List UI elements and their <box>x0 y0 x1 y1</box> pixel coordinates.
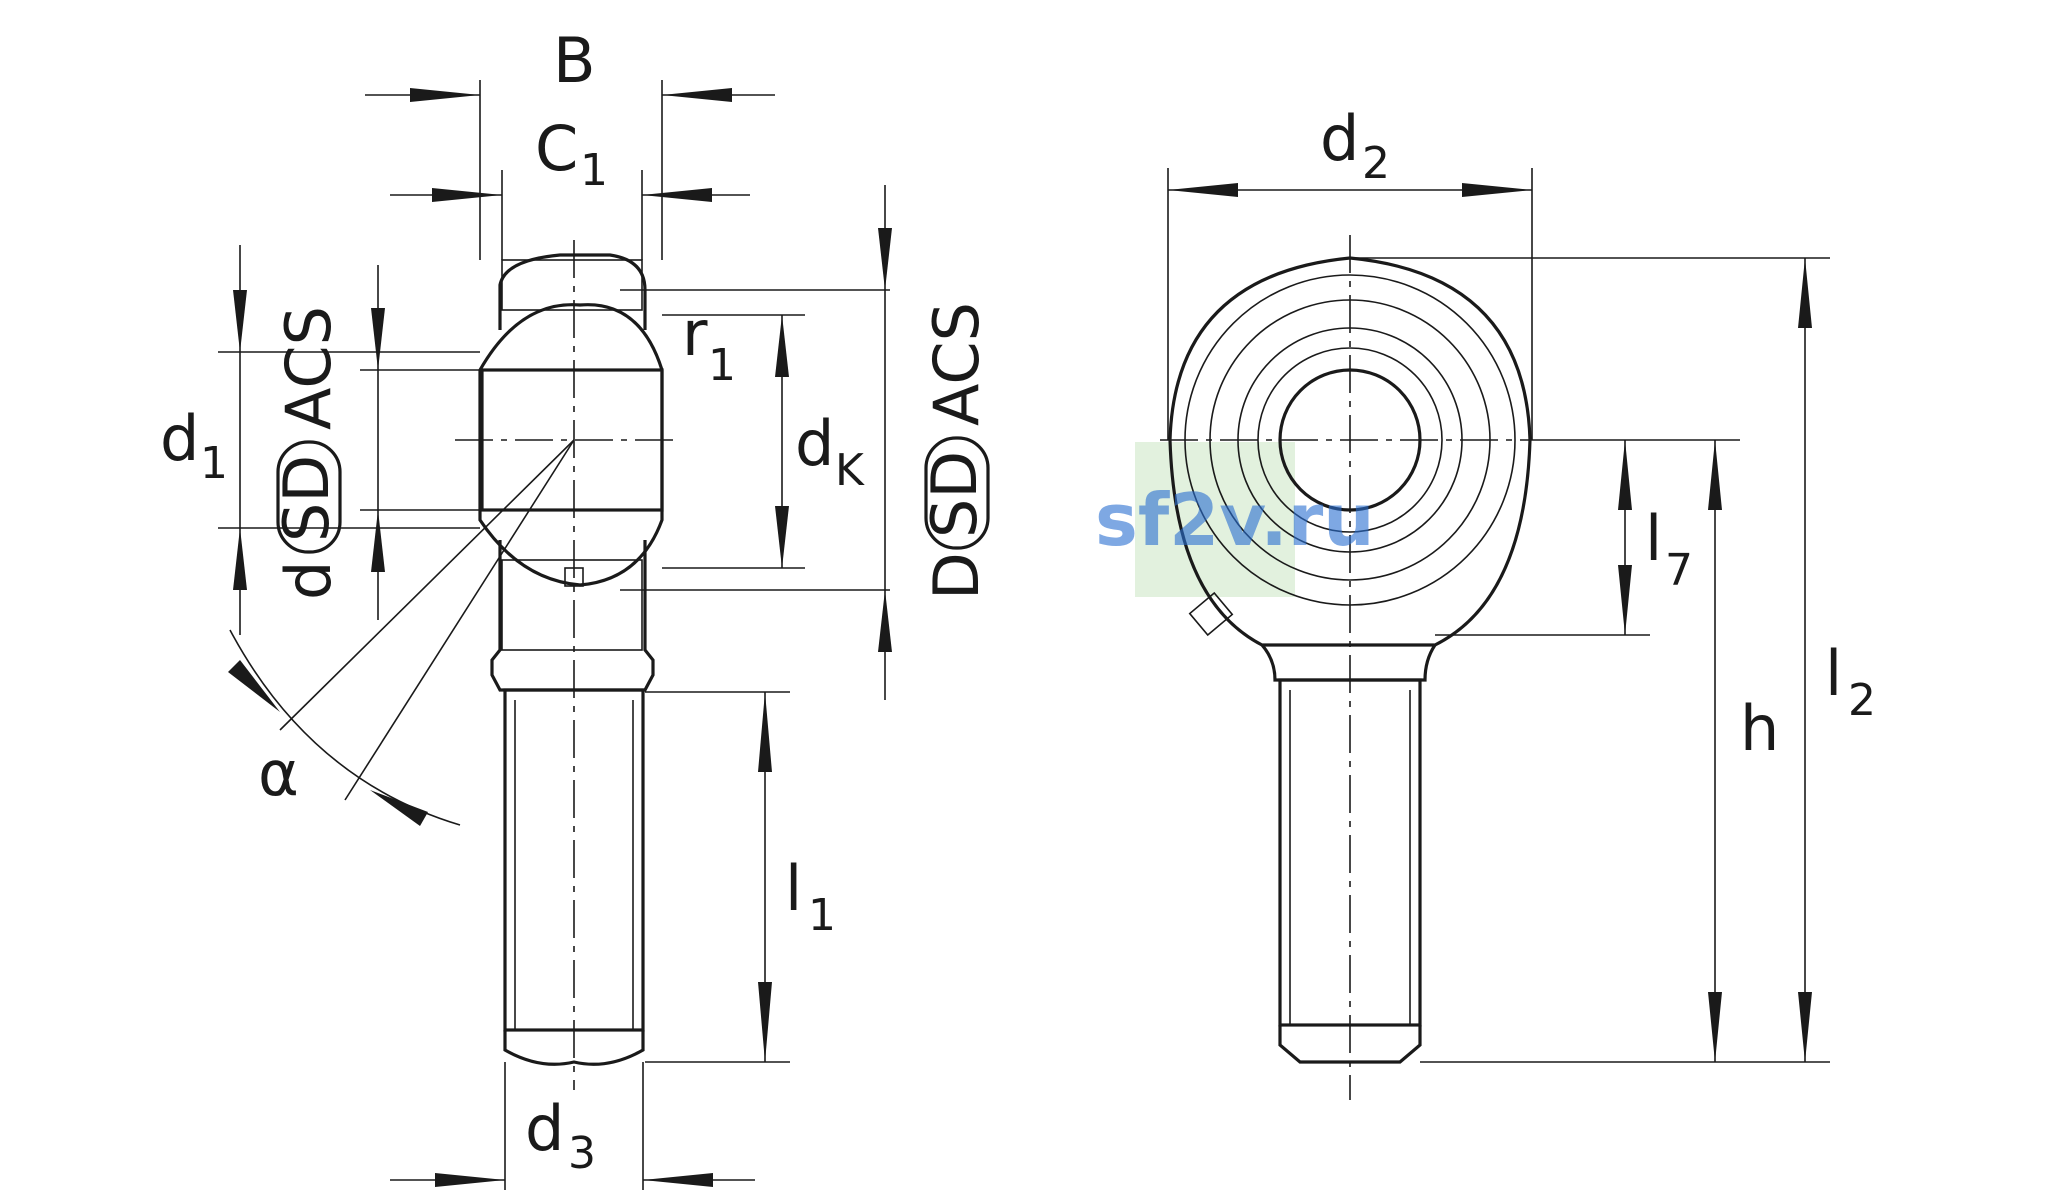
label-r1: r <box>682 297 708 370</box>
label-B: B <box>553 24 596 97</box>
label-D: D <box>920 552 993 600</box>
label-dK: d <box>795 407 834 480</box>
sd-badge-right <box>924 436 990 550</box>
outer-ring-top <box>501 259 643 311</box>
label-l1-sub: 1 <box>808 890 836 941</box>
left-dimensions <box>218 80 892 1190</box>
right-dimensions <box>1167 168 1830 1063</box>
watermark-bg <box>1135 442 1295 597</box>
label-l7-sub: 7 <box>1665 545 1693 596</box>
acs-label-right: ACS <box>920 302 993 426</box>
label-d3: d <box>525 1092 564 1165</box>
acs-label-left: ACS <box>272 306 345 430</box>
label-l2: l <box>1825 637 1842 710</box>
label-h: h <box>1740 692 1779 765</box>
label-C1-sub: 1 <box>580 145 608 196</box>
sd-badge-left-text: SD <box>270 455 343 542</box>
sd-badge-left <box>276 440 342 554</box>
label-alpha: α <box>258 737 299 810</box>
outer-ring-bottom <box>501 559 643 651</box>
D-spec-group: D SD ACS <box>918 302 993 600</box>
housing-outline <box>498 253 647 330</box>
side-section-view <box>455 240 680 1090</box>
lube-nipple <box>564 567 584 587</box>
housing-lower <box>490 540 655 692</box>
front-view <box>1135 235 1545 1100</box>
label-l2-sub: 2 <box>1848 675 1876 726</box>
d-spec-group: d SD ACS <box>270 306 345 600</box>
sd-badge-right-text: SD <box>918 451 991 538</box>
label-dK-sub: K <box>835 445 865 496</box>
shank-chamfer <box>503 1030 645 1066</box>
label-d1: d <box>160 402 199 475</box>
left-labels: B C 1 d 1 r 1 d K α l 1 d 3 d SD ACS D S… <box>160 24 993 1179</box>
label-r1-sub: 1 <box>708 340 736 391</box>
label-d1-sub: 1 <box>200 438 228 489</box>
label-d: d <box>272 561 345 600</box>
watermark-text: sf2v.ru <box>1095 478 1374 562</box>
right-labels: d 2 l 7 h l 2 <box>1320 102 1876 765</box>
label-C1: C <box>535 112 578 185</box>
label-d2: d <box>1320 102 1359 175</box>
label-d2-sub: 2 <box>1362 138 1390 189</box>
label-d3-sub: 3 <box>568 1128 596 1179</box>
lube-nipple-front <box>1188 591 1234 637</box>
label-l1: l <box>785 852 802 925</box>
label-l7: l <box>1645 502 1662 575</box>
